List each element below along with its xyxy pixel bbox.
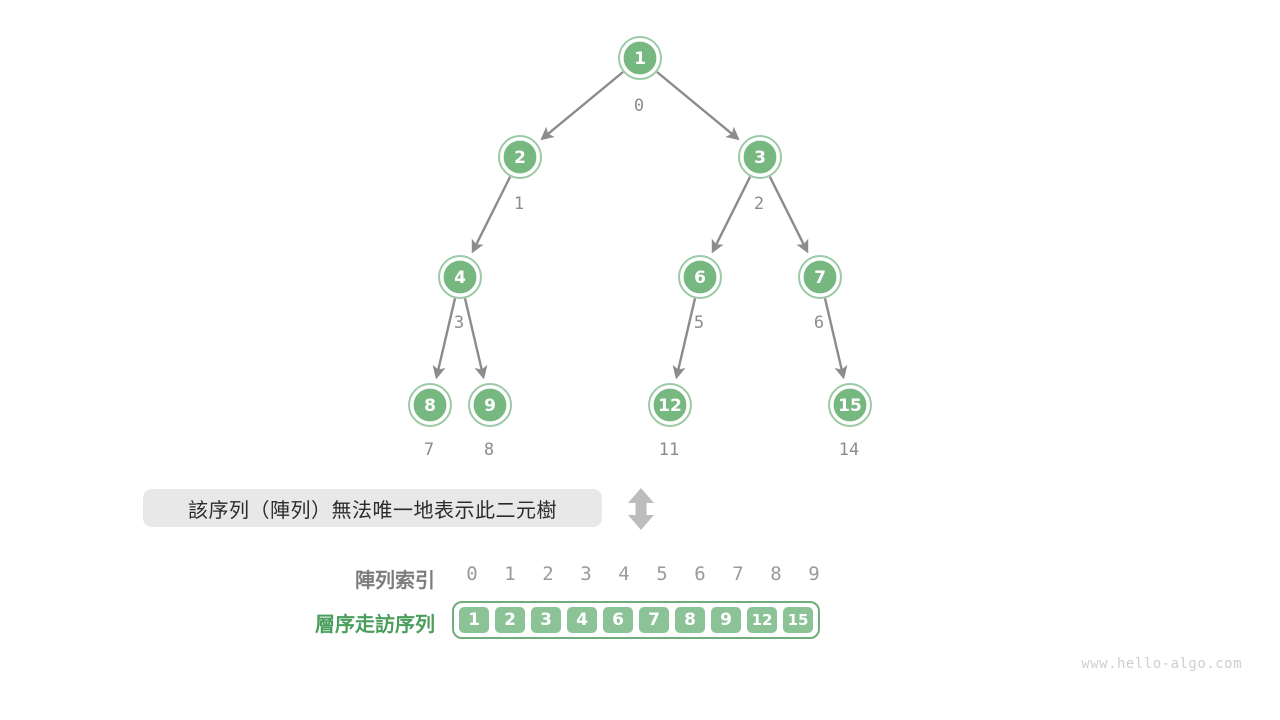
tree-node: 10 bbox=[618, 36, 662, 116]
tree-node: 43 bbox=[438, 255, 482, 333]
tree-node: 12 11 bbox=[648, 383, 692, 460]
level-order-sequence-label: 層序走訪序列 bbox=[315, 612, 435, 636]
tree-node-value: 15 bbox=[838, 396, 862, 416]
array-cell[interactable]: 8 bbox=[673, 605, 707, 635]
array-cell[interactable]: 12 bbox=[745, 605, 779, 635]
tree-edge bbox=[432, 298, 457, 380]
array-index-cell: 2 bbox=[542, 563, 554, 585]
tree-node-value: 8 bbox=[424, 396, 436, 416]
tree-node-value: 9 bbox=[484, 396, 496, 416]
array-cell[interactable]: 15 bbox=[781, 605, 815, 635]
tree-node-index: 14 bbox=[839, 440, 859, 460]
tree-node-circle bbox=[441, 258, 479, 296]
tree-node-index: 1 bbox=[514, 194, 524, 214]
tree-node-value: 6 bbox=[694, 268, 706, 288]
tree-node-index: 8 bbox=[484, 440, 494, 460]
tree-edge bbox=[540, 71, 624, 141]
tree-node-circle bbox=[501, 138, 539, 176]
tree-node-value: 3 bbox=[754, 148, 766, 168]
tree-node: 65 bbox=[678, 255, 722, 333]
watermark: www.hello-algo.com bbox=[1081, 656, 1242, 672]
tree-node-circle bbox=[681, 258, 719, 296]
up-down-arrow-icon bbox=[628, 488, 654, 530]
tree-node-circle bbox=[801, 258, 839, 296]
array-index-row: 0 1 2 3 4 5 6 7 8 9 bbox=[453, 563, 833, 585]
tree-node: 32 bbox=[738, 135, 782, 214]
array-cell[interactable]: 4 bbox=[565, 605, 599, 635]
tree-node-index: 5 bbox=[694, 313, 704, 333]
array-index-cell: 5 bbox=[656, 563, 668, 585]
array-cell[interactable]: 9 bbox=[709, 605, 743, 635]
array-cell[interactable]: 3 bbox=[529, 605, 563, 635]
array-index-cell: 3 bbox=[580, 563, 592, 585]
tree-node-index: 6 bbox=[814, 313, 824, 333]
tree-edge bbox=[656, 71, 740, 141]
tree-node-circle bbox=[411, 386, 449, 424]
array-index-cell: 1 bbox=[504, 563, 516, 585]
tree-edge bbox=[672, 298, 697, 380]
tree-edges bbox=[432, 71, 848, 380]
array-cell[interactable]: 2 bbox=[493, 605, 527, 635]
tree-node-index: 2 bbox=[754, 194, 764, 214]
note-box: 該序列（陣列）無法唯一地表示此二元樹 bbox=[143, 489, 602, 527]
tree-edge bbox=[711, 176, 752, 254]
tree-edge bbox=[471, 176, 512, 254]
tree-node-index: 7 bbox=[424, 440, 434, 460]
array-index-cell: 4 bbox=[618, 563, 630, 585]
array-index-cell: 8 bbox=[770, 563, 782, 585]
tree-node: 76 bbox=[798, 255, 842, 333]
tree-node-circle bbox=[741, 138, 779, 176]
array-index-cell: 9 bbox=[808, 563, 820, 585]
tree-node-circle bbox=[831, 386, 869, 424]
tree-node-circle bbox=[621, 39, 659, 77]
array-cell[interactable]: 6 bbox=[601, 605, 635, 635]
tree-node-index: 11 bbox=[659, 440, 679, 460]
tree-node-value: 7 bbox=[814, 268, 826, 288]
note-text: 該序列（陣列）無法唯一地表示此二元樹 bbox=[188, 497, 557, 522]
tree-node-circle bbox=[471, 386, 509, 424]
tree-node-index: 3 bbox=[454, 313, 464, 333]
array-index-cell: 7 bbox=[732, 563, 744, 585]
tree-edge bbox=[823, 298, 848, 380]
array-index-label: 陣列索引 bbox=[355, 568, 435, 592]
tree-node-circle bbox=[651, 386, 689, 424]
tree-node-value: 2 bbox=[514, 148, 526, 168]
tree-edge bbox=[768, 176, 809, 254]
tree-node: 98 bbox=[468, 383, 512, 460]
tree-node: 87 bbox=[408, 383, 452, 460]
tree-edge bbox=[463, 298, 488, 380]
array-cell[interactable]: 7 bbox=[637, 605, 671, 635]
tree-node-value: 4 bbox=[454, 268, 466, 288]
array-index-cell: 6 bbox=[694, 563, 706, 585]
tree-node-value: 12 bbox=[658, 396, 682, 416]
tree-node: 21 bbox=[498, 135, 542, 214]
array-index-cell: 0 bbox=[466, 563, 478, 585]
tree-node-value: 1 bbox=[634, 49, 646, 69]
tree-node-index: 0 bbox=[634, 96, 644, 116]
array-cell[interactable]: 1 bbox=[457, 605, 491, 635]
